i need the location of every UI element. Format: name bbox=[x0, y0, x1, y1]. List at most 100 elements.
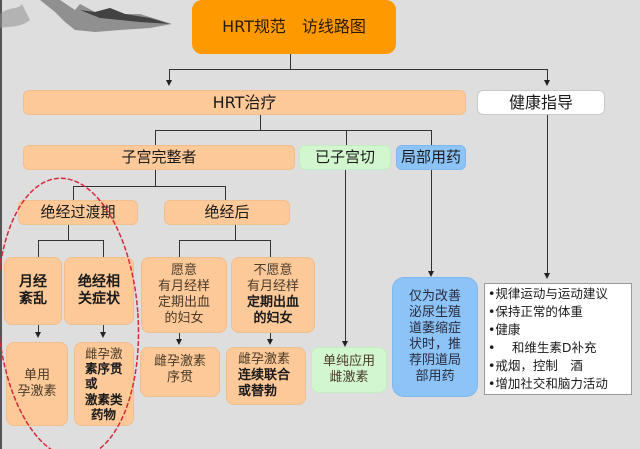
estrogen-only-line1: 单纯应用 bbox=[322, 354, 375, 370]
menstrual-disorder-line1: 月经 bbox=[19, 273, 47, 290]
willing-bleeding-box: 愿意 有月经样 定期出血 的妇女 bbox=[141, 257, 227, 333]
continuous-line3: 或替勃 bbox=[238, 383, 278, 399]
connector bbox=[73, 186, 226, 187]
connector bbox=[179, 333, 180, 340]
health-item: •戒烟，控制 酒 bbox=[488, 358, 583, 373]
connector bbox=[270, 333, 271, 340]
willing-line4: 的妇女 bbox=[164, 310, 204, 326]
hysterectomy-label: 已子宫切 bbox=[314, 148, 375, 167]
willing-line1: 愿意 bbox=[170, 263, 197, 279]
arrow-down-icon bbox=[428, 271, 434, 277]
title-box: HRT规范 访线路图 bbox=[192, 0, 396, 54]
connector bbox=[169, 69, 548, 70]
sequential-or-hormone-box: 雌孕激 素序贯 或 激素类 药物 bbox=[74, 342, 134, 426]
health-guidance-box: 健康指导 bbox=[477, 90, 605, 115]
postmenopause-box: 绝经后 bbox=[164, 200, 290, 225]
sequential-line1: 雌孕激素 bbox=[153, 354, 206, 369]
intact-uterus-box: 子宫完整者 bbox=[23, 145, 295, 170]
menopause-symptoms-line2: 关症状 bbox=[78, 291, 120, 307]
seq-line2: 素序贯 bbox=[85, 361, 123, 377]
arrow-down-icon bbox=[544, 273, 550, 279]
connector bbox=[103, 240, 104, 258]
connector bbox=[431, 170, 432, 272]
progestin-only-box: 单用 孕激素 bbox=[6, 342, 68, 426]
connector bbox=[155, 130, 432, 131]
connector bbox=[68, 225, 69, 241]
intact-uterus-label: 子宫完整者 bbox=[121, 148, 197, 167]
health-item: •健康 bbox=[488, 322, 521, 337]
slide-left-edge bbox=[0, 0, 2, 449]
menopause-symptoms-box: 绝经相 关症状 bbox=[64, 257, 134, 325]
hrt-treatment-box: HRT治疗 bbox=[23, 90, 466, 115]
perimenopause-box: 绝经过渡期 bbox=[18, 200, 138, 225]
local-line4: 状时，推 bbox=[408, 337, 461, 352]
health-item: • 和维生素D补充 bbox=[488, 340, 597, 355]
connector bbox=[38, 240, 39, 258]
estrogen-only-box: 单纯应用 雌激素 bbox=[311, 347, 387, 393]
connector bbox=[345, 170, 346, 342]
unwilling-line4: 的妇女 bbox=[253, 310, 293, 326]
connector bbox=[179, 240, 271, 241]
connector bbox=[260, 115, 261, 131]
menstrual-disorder-line2: 紊乱 bbox=[19, 291, 47, 307]
seq-line1: 雌孕激 bbox=[85, 345, 123, 361]
health-guidance-list: •规律运动与运动建议 •保持正常的体重 •健康 • 和维生素D补充 •戒烟，控制… bbox=[484, 283, 632, 395]
health-guidance-label: 健康指导 bbox=[508, 92, 573, 112]
menopause-symptoms-line1: 绝经相 bbox=[78, 273, 120, 290]
unwilling-bleeding-box: 不愿意 有月经样 定期出血 的妇女 bbox=[231, 257, 315, 333]
willing-line2: 有月经样 bbox=[157, 279, 210, 295]
ink-mountain-decoration bbox=[0, 0, 172, 32]
arrow-down-icon bbox=[176, 339, 182, 345]
health-item: •增加社交和脑力活动 bbox=[488, 376, 608, 391]
local-line1: 仅为改善 bbox=[408, 289, 461, 305]
arrow-down-icon bbox=[166, 80, 172, 86]
local-medication-box: 局部用药 bbox=[396, 145, 466, 170]
local-line2: 泌尿生殖 bbox=[408, 305, 461, 321]
perimenopause-label: 绝经过渡期 bbox=[40, 203, 116, 222]
progestin-only-line1: 单用 bbox=[23, 368, 50, 384]
arrow-down-icon bbox=[342, 341, 348, 347]
seq-line5: 药物 bbox=[91, 406, 117, 422]
seq-line4: 激素类 bbox=[85, 391, 123, 407]
local-line6: 部用药 bbox=[415, 368, 455, 384]
local-line3: 道萎缩症 bbox=[408, 321, 461, 337]
estrogen-only-line2: 雌激素 bbox=[329, 370, 369, 385]
hysterectomy-box: 已子宫切 bbox=[299, 145, 391, 170]
local-line5: 荐阴道局 bbox=[408, 352, 461, 368]
connector bbox=[169, 69, 170, 81]
sequential-box: 雌孕激素 序贯 bbox=[140, 347, 220, 397]
menstrual-disorder-box: 月经 紊乱 bbox=[4, 257, 62, 325]
connector bbox=[179, 240, 180, 258]
continuous-combined-box: 雌孕激素 连续联合 或替勃 bbox=[226, 347, 306, 405]
arrow-down-icon bbox=[35, 332, 41, 338]
unwilling-line2: 有月经样 bbox=[246, 279, 299, 295]
arrow-down-icon bbox=[267, 339, 273, 345]
unwilling-line3: 定期出血 bbox=[246, 295, 299, 310]
connector bbox=[290, 54, 291, 70]
health-item: •保持正常的体重 bbox=[488, 304, 583, 319]
postmenopause-label: 绝经后 bbox=[204, 203, 250, 222]
local-medication-label: 局部用药 bbox=[400, 148, 461, 167]
hrt-treatment-label: HRT治疗 bbox=[212, 92, 277, 112]
health-item: •规律运动与运动建议 bbox=[488, 286, 608, 301]
seq-line3: 或 bbox=[85, 376, 98, 392]
connector bbox=[155, 170, 156, 187]
connector bbox=[73, 186, 74, 200]
title-text: HRT规范 访线路图 bbox=[222, 17, 366, 37]
progestin-only-line2: 孕激素 bbox=[17, 384, 57, 399]
connector bbox=[155, 130, 156, 145]
vaginal-local-box: 仅为改善 泌尿生殖 道萎缩症 状时，推 荐阴道局 部用药 bbox=[392, 277, 478, 397]
connector bbox=[225, 186, 226, 200]
connector bbox=[346, 130, 347, 145]
arrow-down-icon bbox=[100, 332, 106, 338]
connector bbox=[235, 225, 236, 241]
arrow-down-icon bbox=[544, 80, 550, 86]
willing-line3: 定期出血 bbox=[157, 295, 210, 310]
connector bbox=[270, 240, 271, 258]
unwilling-line1: 不愿意 bbox=[253, 263, 293, 279]
sequential-line2: 序贯 bbox=[166, 369, 193, 385]
connector bbox=[431, 130, 432, 145]
connector bbox=[38, 240, 104, 241]
continuous-line1: 雌孕激素 bbox=[238, 352, 291, 368]
continuous-line2: 连续联合 bbox=[238, 368, 291, 384]
